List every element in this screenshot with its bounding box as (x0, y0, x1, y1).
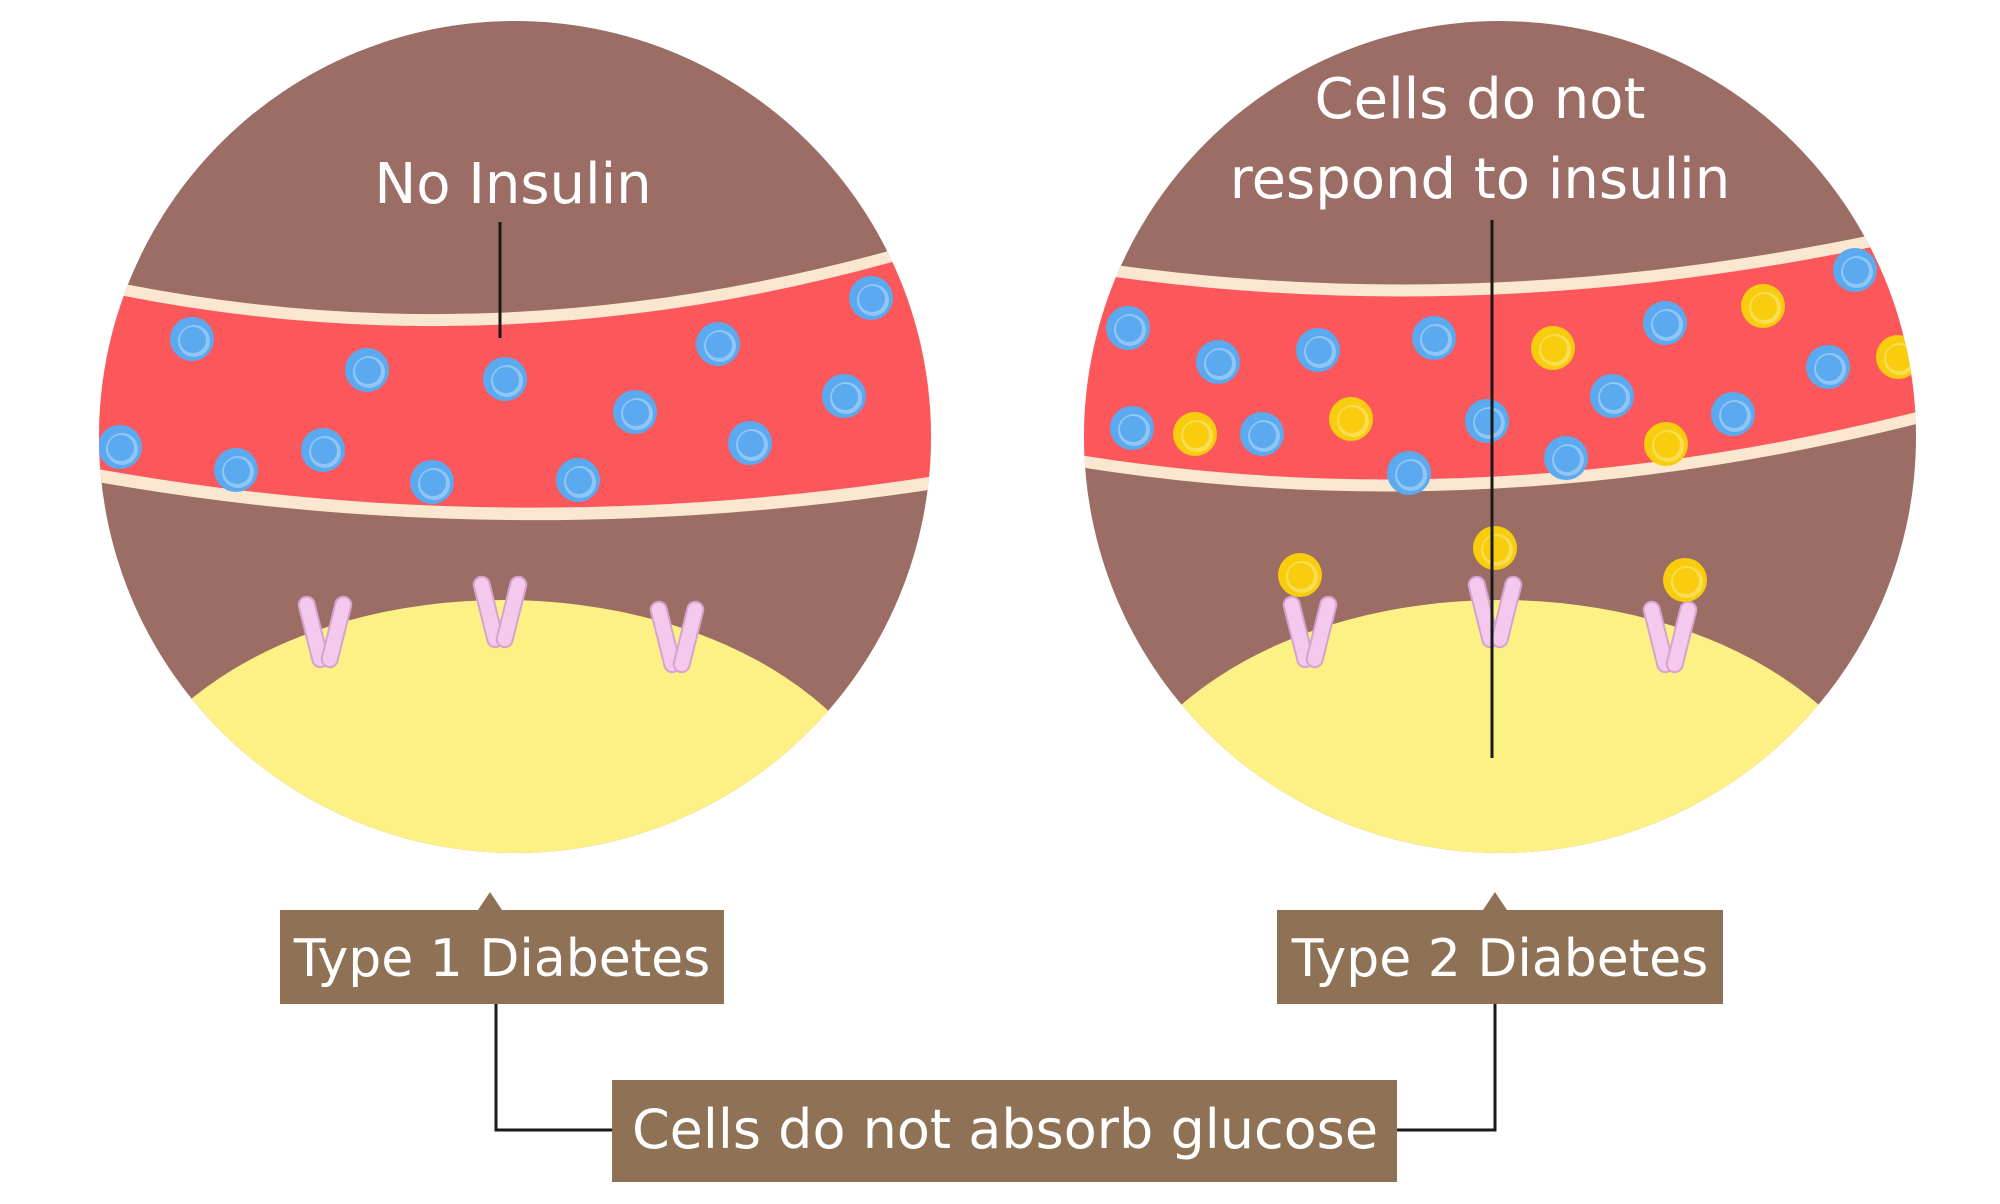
shared-label: Cells do not absorb glucose (612, 1080, 1397, 1182)
glucose-molecule (1110, 406, 1154, 450)
glucose-molecule (483, 357, 527, 401)
type1-label-text: Type 1 Diabetes (293, 929, 710, 989)
label-box (1277, 910, 1723, 1004)
insulin-molecule (1329, 397, 1373, 441)
glucose-molecule (345, 348, 389, 392)
receptor-group (297, 575, 705, 674)
glucose-molecule (410, 460, 454, 504)
glucose-molecule (1643, 301, 1687, 345)
shared-label-text: Cells do not absorb glucose (632, 1098, 1378, 1161)
type2-label: Type 2 Diabetes (1277, 892, 1723, 1004)
label-box (280, 910, 724, 1004)
no-insulin-annotation: No Insulin (374, 152, 651, 217)
type1-label: Type 1 Diabetes (280, 892, 724, 1004)
connector-left (494, 1004, 612, 1132)
glucose-molecule (1590, 374, 1634, 418)
body-cell (1100, 600, 1900, 853)
insulin-molecule (1173, 412, 1217, 456)
glucose-group (99, 276, 893, 504)
insulin-molecule (1876, 335, 1916, 379)
glucose-molecule (99, 425, 142, 469)
connector-right (1397, 1004, 1497, 1132)
glucose-molecule (1806, 345, 1850, 389)
insulin-group (1173, 284, 1916, 466)
insulin-receptor (297, 595, 353, 669)
glucose-molecule (1833, 248, 1877, 292)
glucose-molecule (1711, 392, 1755, 436)
bound-insulin-molecule (1473, 526, 1517, 570)
insulin-molecule (1741, 284, 1785, 328)
insulin-receptor (1642, 600, 1698, 674)
insulin-molecule (1531, 326, 1575, 370)
type2-label-text: Type 2 Diabetes (1291, 929, 1708, 989)
glucose-molecule (1412, 316, 1456, 360)
label-pointer (478, 892, 502, 910)
glucose-molecule (301, 428, 345, 472)
glucose-molecule (1240, 412, 1284, 456)
glucose-molecule (822, 374, 866, 418)
glucose-molecule (1106, 306, 1150, 350)
bound-insulin-molecule (1663, 558, 1707, 602)
annotation-line-2: respond to insulin (1230, 147, 1730, 212)
glucose-molecule (1296, 328, 1340, 372)
glucose-group (1106, 248, 1877, 495)
insulin-receptor (472, 575, 528, 649)
glucose-molecule (728, 421, 772, 465)
insulin-receptor (649, 600, 705, 674)
bound-insulin-group (1278, 526, 1707, 602)
label-box (612, 1080, 1397, 1182)
glucose-molecule (849, 276, 893, 320)
glucose-molecule (1544, 436, 1588, 480)
glucose-molecule (214, 448, 258, 492)
glucose-molecule (696, 322, 740, 366)
glucose-molecule (170, 317, 214, 361)
type2-panel: Cells do not respond to insulin (1084, 21, 1916, 853)
label-pointer (1483, 892, 1507, 910)
insulin-receptor (1282, 595, 1338, 669)
bound-insulin-molecule (1278, 553, 1322, 597)
glucose-molecule (1387, 451, 1431, 495)
annotation-line-1: Cells do not (1315, 67, 1646, 132)
glucose-molecule (613, 390, 657, 434)
glucose-molecule (556, 458, 600, 502)
insulin-molecule (1644, 422, 1688, 466)
type1-panel: No Insulin (99, 21, 931, 853)
body-cell (103, 600, 903, 853)
glucose-molecule (1196, 340, 1240, 384)
glucose-molecule (1465, 399, 1509, 443)
receptor-group (1282, 575, 1698, 674)
